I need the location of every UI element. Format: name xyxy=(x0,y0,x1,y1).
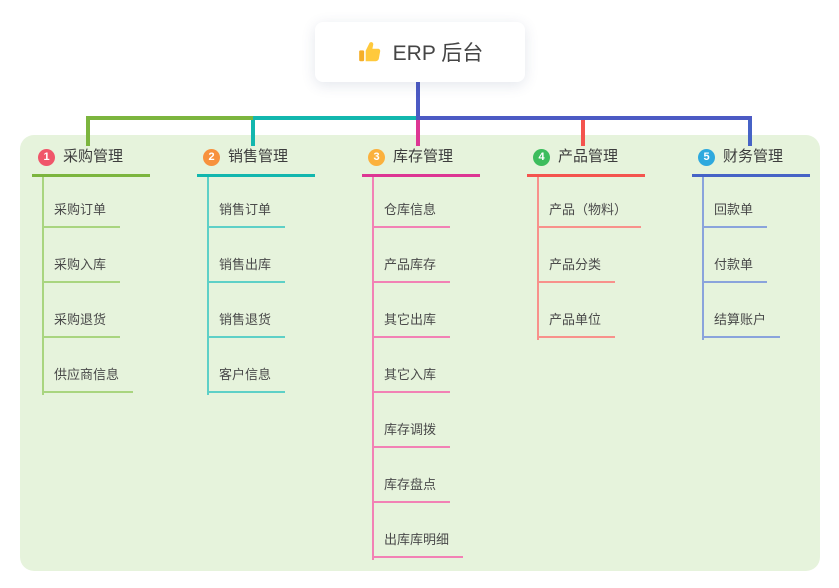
branch-number-badge: 4 xyxy=(533,148,550,166)
branch-label: 财务管理 xyxy=(723,148,784,165)
branch-label: 采购管理 xyxy=(63,148,124,165)
node-item[interactable]: 库存盘点 xyxy=(372,475,451,503)
branch-label: 销售管理 xyxy=(228,148,289,165)
connector-segment-blue xyxy=(416,116,752,120)
node-item[interactable]: 出库库明细 xyxy=(372,530,464,558)
branches-panel xyxy=(20,135,820,571)
root-title: ERP 后台 xyxy=(392,42,484,65)
node-item[interactable]: 结算账户 xyxy=(702,310,781,338)
node-item[interactable]: 供应商信息 xyxy=(42,365,134,393)
node-item[interactable]: 采购退货 xyxy=(42,310,121,338)
children-connector-line xyxy=(372,177,374,560)
node-item[interactable]: 回款单 xyxy=(702,200,768,228)
connector-segment-green xyxy=(86,116,253,120)
branch-number-badge: 3 xyxy=(368,148,385,166)
node-item[interactable]: 采购入库 xyxy=(42,255,121,283)
node-item[interactable]: 仓库信息 xyxy=(372,200,451,228)
branch-header-inventory[interactable]: 3 库存管理 xyxy=(362,146,480,177)
root-node[interactable]: ERP 后台 xyxy=(315,22,525,82)
branch-header-sales[interactable]: 2 销售管理 xyxy=(197,146,315,177)
children-connector-line xyxy=(42,177,44,395)
node-item[interactable]: 产品库存 xyxy=(372,255,451,283)
branch-number-badge: 2 xyxy=(203,148,220,166)
branch-drop-finance xyxy=(748,120,752,146)
branch-label: 库存管理 xyxy=(393,148,454,165)
node-item[interactable]: 销售退货 xyxy=(207,310,286,338)
root-connector-line xyxy=(416,82,420,118)
branch-header-purchase[interactable]: 1 采购管理 xyxy=(32,146,150,177)
connector-segment-teal xyxy=(253,116,416,120)
node-item[interactable]: 销售出库 xyxy=(207,255,286,283)
branch-number-badge: 1 xyxy=(38,148,55,166)
node-item[interactable]: 其它出库 xyxy=(372,310,451,338)
thumbs-up-icon xyxy=(357,39,383,65)
branch-drop-inventory xyxy=(416,120,420,146)
branch-header-product[interactable]: 4 产品管理 xyxy=(527,146,645,177)
children-connector-line xyxy=(537,177,539,340)
node-item[interactable]: 采购订单 xyxy=(42,200,121,228)
branch-drop-sales xyxy=(251,120,255,146)
node-item[interactable]: 销售订单 xyxy=(207,200,286,228)
node-item[interactable]: 其它入库 xyxy=(372,365,451,393)
children-connector-line xyxy=(207,177,209,395)
node-item[interactable]: 产品（物料） xyxy=(537,200,642,228)
children-connector-line xyxy=(702,177,704,340)
node-item[interactable]: 库存调拨 xyxy=(372,420,451,448)
node-item[interactable]: 产品分类 xyxy=(537,255,616,283)
branch-drop-purchase xyxy=(86,120,90,146)
node-item[interactable]: 客户信息 xyxy=(207,365,286,393)
branch-header-finance[interactable]: 5 财务管理 xyxy=(692,146,810,177)
branch-drop-product xyxy=(581,120,585,146)
branch-label: 产品管理 xyxy=(558,148,619,165)
node-item[interactable]: 产品单位 xyxy=(537,310,616,338)
node-item[interactable]: 付款单 xyxy=(702,255,768,283)
branch-number-badge: 5 xyxy=(698,148,715,166)
